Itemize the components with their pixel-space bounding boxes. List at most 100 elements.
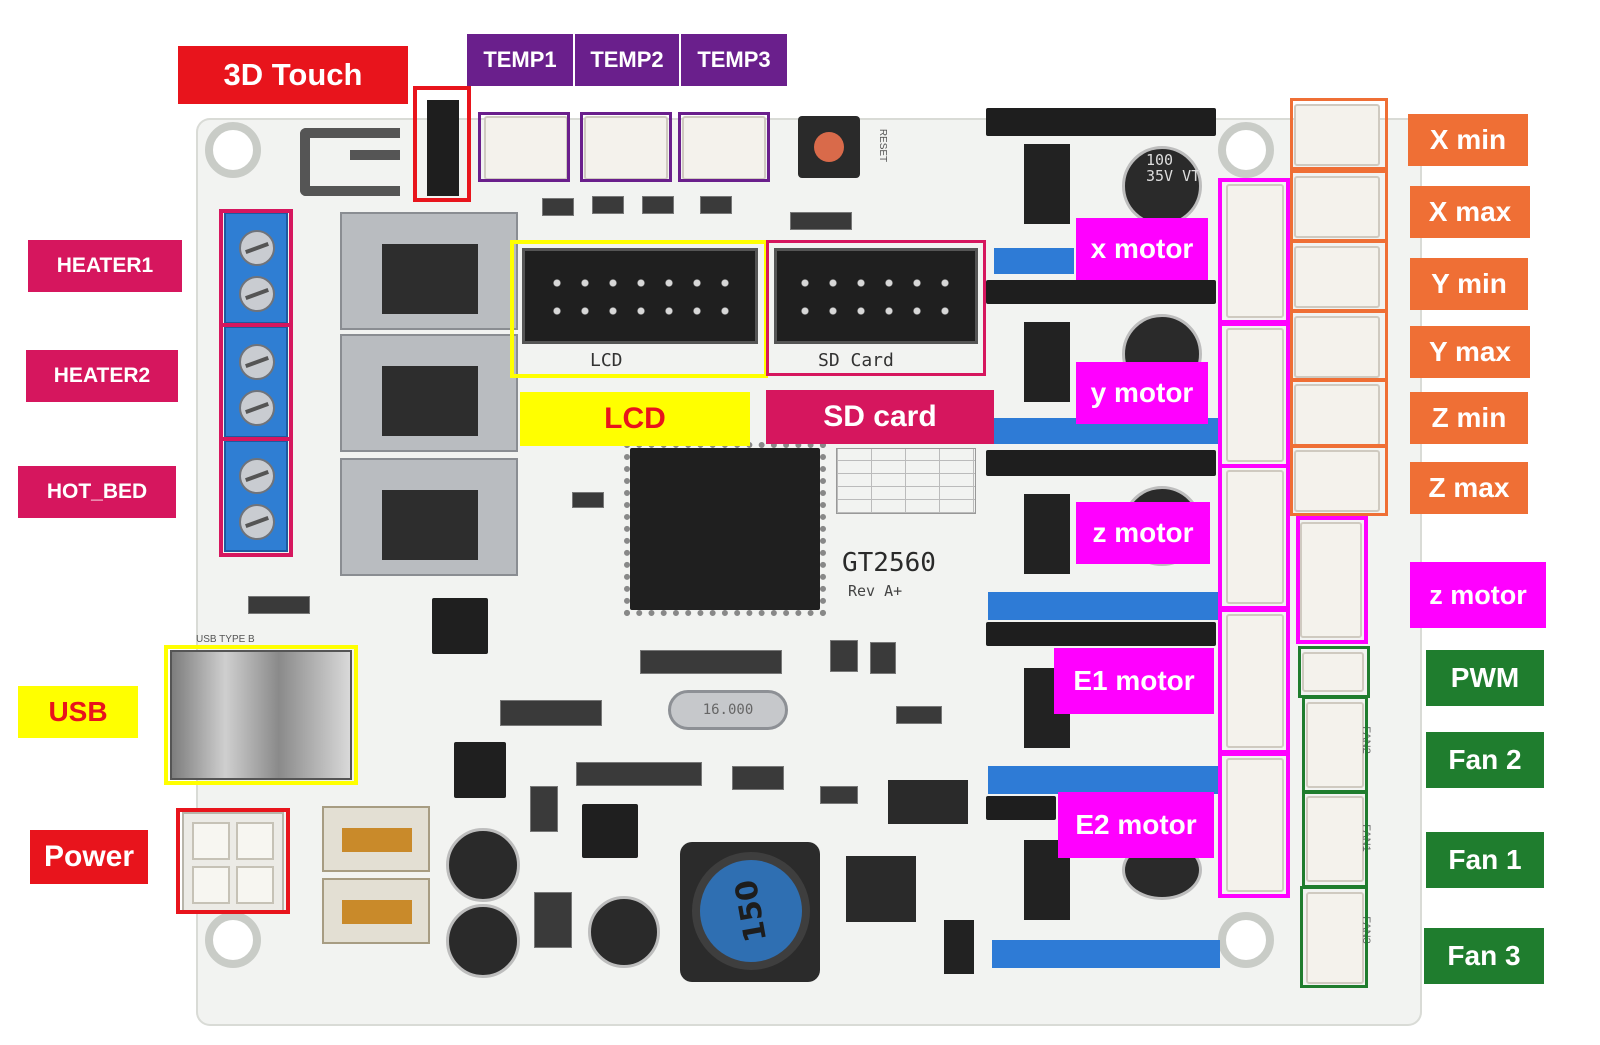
touch3d-outline	[413, 86, 471, 202]
e1-motor-connector	[1226, 614, 1284, 748]
reset-button	[798, 116, 860, 178]
hotbed-outline	[219, 437, 293, 557]
zmax-outline	[1290, 444, 1388, 516]
revision-silk: Rev A+	[848, 582, 903, 600]
diode	[530, 786, 558, 832]
xmin-outline	[1290, 98, 1388, 170]
label-heater2: HEATER2	[26, 350, 178, 402]
gt-logo	[300, 128, 400, 196]
board-name-silk: GT2560	[842, 548, 936, 578]
usb-type-silk: USB TYPE B	[196, 634, 255, 645]
label-usb: USB	[18, 686, 138, 738]
resistor-array	[500, 700, 602, 726]
xmax-outline	[1290, 170, 1388, 242]
microstep-table	[836, 448, 976, 514]
driver-header	[986, 280, 1216, 304]
zmax-connector	[1294, 450, 1380, 512]
mounting-hole	[205, 122, 261, 178]
temp2-connector	[584, 116, 668, 180]
label-fan3: Fan 3	[1424, 928, 1544, 984]
mounting-hole	[1218, 912, 1274, 968]
driver-header	[986, 108, 1216, 136]
label-x-motor: x motor	[1076, 218, 1208, 280]
smd-part	[642, 196, 674, 214]
atmega-chip	[624, 442, 826, 616]
e2-motor-outline	[1218, 752, 1290, 898]
driver-header-blue	[988, 592, 1220, 620]
lcd-silk: LCD	[590, 350, 623, 371]
cap-value-silk: 100 35V VT	[1146, 151, 1201, 185]
e1-motor-outline	[1218, 608, 1290, 754]
driver-header	[986, 622, 1216, 646]
label-e1-motor: E1 motor	[1054, 648, 1214, 714]
ic	[582, 804, 638, 858]
resistor-array	[640, 650, 782, 674]
label-y-max: Y max	[1410, 326, 1530, 378]
label-heater1: HEATER1	[28, 240, 182, 292]
y-motor-outline	[1218, 322, 1290, 468]
diode	[534, 892, 572, 948]
smd-part	[896, 706, 942, 724]
sd-header-body	[774, 248, 978, 344]
temp1-outline	[478, 112, 570, 182]
heater2-terminal	[224, 326, 288, 438]
temp3-connector	[682, 116, 766, 180]
label-x-min: X min	[1408, 114, 1528, 166]
driver-header-blue	[992, 940, 1220, 968]
fan2-outline	[1302, 696, 1368, 794]
z2-motor-outline	[1296, 516, 1368, 644]
usb-ic	[432, 598, 488, 654]
x-motor-connector	[1226, 184, 1284, 318]
label-power: Power	[30, 830, 148, 884]
microstep-jumpers	[1024, 322, 1070, 402]
capacitor	[588, 896, 660, 968]
sd-outline	[766, 240, 986, 376]
smd-part	[790, 212, 852, 230]
label-y-motor: y motor	[1076, 362, 1208, 424]
mosfet-heatsink	[340, 334, 518, 452]
xmin-connector	[1294, 104, 1380, 166]
ymax-connector	[1294, 316, 1380, 378]
label-sd-card: SD card	[766, 390, 994, 444]
regulator-ic	[888, 780, 968, 824]
smd-part	[830, 640, 858, 672]
usb-outline	[164, 645, 358, 785]
mosfet-heatsink	[340, 458, 518, 576]
e2-motor-connector	[1226, 758, 1284, 892]
label-temp1: TEMP1	[467, 34, 573, 86]
fuse	[322, 806, 430, 872]
mosfet-heatsink	[340, 212, 518, 330]
xmax-connector	[1294, 176, 1380, 238]
label-lcd: LCD	[520, 392, 750, 446]
gt-logo-bar	[350, 150, 400, 160]
smd-part	[700, 196, 732, 214]
temp2-outline	[580, 112, 672, 182]
label-hot-bed: HOT_BED	[18, 466, 176, 518]
label-pwm: PWM	[1426, 650, 1544, 706]
lcd-outline	[510, 240, 768, 378]
jumper	[944, 920, 974, 974]
smd-part	[592, 196, 624, 214]
diode	[732, 766, 784, 790]
z2-motor-connector	[1300, 522, 1362, 638]
sd-silk: SD Card	[818, 350, 894, 371]
pwm-connector	[1302, 652, 1364, 692]
ymax-outline	[1290, 310, 1388, 382]
label-3d-touch: 3D Touch	[178, 46, 408, 104]
zmin-outline	[1290, 378, 1388, 448]
label-z-motor-2: z motor	[1410, 562, 1546, 628]
fan1-outline	[1302, 790, 1368, 888]
mounting-hole	[1218, 122, 1274, 178]
smd-part	[542, 198, 574, 216]
transistor	[870, 642, 896, 674]
mounting-hole	[205, 912, 261, 968]
heater1-outline	[219, 209, 293, 327]
microstep-jumpers	[1024, 144, 1070, 224]
fan3-connector	[1306, 892, 1364, 984]
driver-header-blue	[994, 248, 1074, 274]
pwm-outline	[1298, 646, 1370, 698]
microstep-jumpers	[1024, 494, 1070, 574]
label-z-motor: z motor	[1076, 502, 1210, 564]
capacitor	[446, 828, 520, 902]
ic	[454, 742, 506, 798]
